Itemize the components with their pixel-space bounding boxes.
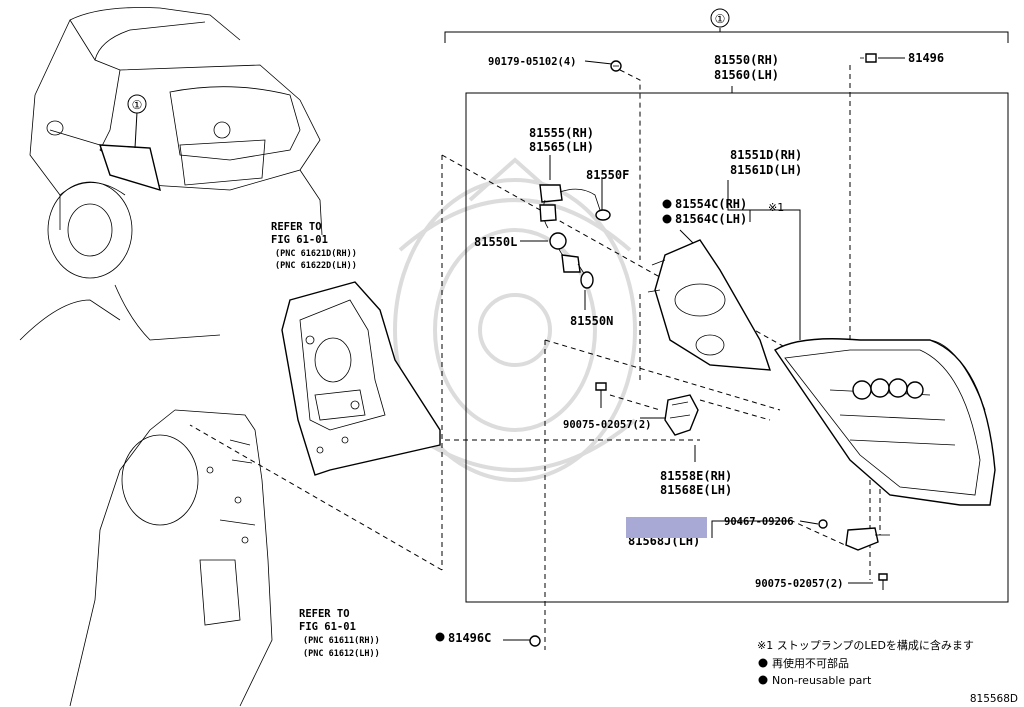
non-reusable-legend-dot (758, 675, 768, 685)
refer-lower-line3: (PNC 61611(RH)) (303, 636, 380, 646)
label-81558E-rh: 81558E(RH) (660, 469, 732, 483)
label-81565-lh: 81565(LH) (529, 140, 594, 154)
label-81560-lh: 81560(LH) (714, 68, 779, 82)
screw-90075-b (878, 573, 888, 590)
screw-90179 (610, 60, 622, 72)
refer-upper-line4: (PNC 61622D(LH)) (275, 261, 357, 271)
refer-lower: REFER TO FIG 61-01 (PNC 61611(RH)) (PNC … (299, 608, 380, 659)
bracket-81568J (845, 527, 890, 551)
label-star-1: ※1 (768, 201, 784, 214)
socket-wire-81555 (539, 184, 601, 276)
quarter-panel-illustration (19, 284, 273, 707)
refer-upper: REFER TO FIG 61-01 (PNC 61621D(RH)) (PNC… (271, 221, 357, 271)
clip-81496C (529, 635, 541, 647)
label-81551D-rh: 81551D(RH) (730, 148, 802, 162)
label-90179-05102: 90179-05102(4) (488, 56, 577, 68)
non-reusable-legend-dot (758, 658, 768, 668)
screw-90075-a (595, 382, 607, 408)
refer-upper-line1: REFER TO (271, 221, 322, 233)
redaction-block (626, 517, 707, 538)
non-reusable-dot (662, 214, 672, 224)
refer-upper-line3: (PNC 61621D(RH)) (275, 249, 357, 259)
label-90075-02057-b: 90075-02057(2) (755, 578, 844, 590)
label-81496C: 81496C (448, 631, 491, 645)
non-reuse-jp: 再使用不可部品 (772, 656, 849, 670)
label-81496: 81496 (908, 51, 944, 65)
car-callout-marker: ① (132, 98, 143, 112)
refer-upper-line2: FIG 61-01 (271, 234, 328, 246)
non-reuse-en: Non-reusable part (772, 674, 872, 687)
label-90467-09206: 90467-09206 (724, 516, 794, 528)
label-90075-02057-a: 90075-02057(2) (563, 419, 652, 431)
label-81568E-lh: 81568E(LH) (660, 483, 732, 497)
bulb-81550L (549, 232, 567, 250)
part-labels: 90179-05102(4) 81550(RH) 81560(LH) 81496… (435, 51, 944, 645)
bulb-81550N (580, 271, 594, 289)
star-note: ※1 ストップランプのLEDを構成に含みます (757, 638, 974, 652)
assembly-box (465, 92, 1009, 603)
label-81554C-rh: 81554C(RH) (675, 197, 747, 211)
car-rear-illustration: ① (29, 7, 323, 279)
label-81550L: 81550L (474, 235, 517, 249)
bulb-81550F (595, 209, 611, 221)
label-81561D-lh: 81561D(LH) (730, 163, 802, 177)
legend-notes: ※1 ストップランプのLEDを構成に含みます 再使用不可部品 Non-reusa… (757, 638, 974, 687)
assembly-marker: ① (715, 12, 726, 26)
clip-81496 (860, 53, 877, 63)
refer-lower-line4: (PNC 61612(LH)) (303, 649, 380, 659)
non-reusable-dot (435, 632, 445, 642)
bracket-81558E (664, 394, 699, 436)
refer-lower-line2: FIG 61-01 (299, 621, 356, 633)
gasket-81554C (647, 239, 771, 371)
label-81550N: 81550N (570, 314, 613, 328)
inner-panel-illustration (281, 281, 441, 476)
screw-90467 (818, 519, 828, 529)
figure-code: 815568D (970, 693, 1018, 705)
leader-lines (189, 57, 905, 650)
label-81550-rh: 81550(RH) (714, 53, 779, 67)
label-81555-rh: 81555(RH) (529, 126, 594, 140)
lamp-assembly-81551D (774, 338, 996, 506)
label-81550F: 81550F (586, 168, 629, 182)
refer-lower-line1: REFER TO (299, 608, 350, 620)
label-81564C-lh: 81564C(LH) (675, 212, 747, 226)
non-reusable-dot (662, 199, 672, 209)
